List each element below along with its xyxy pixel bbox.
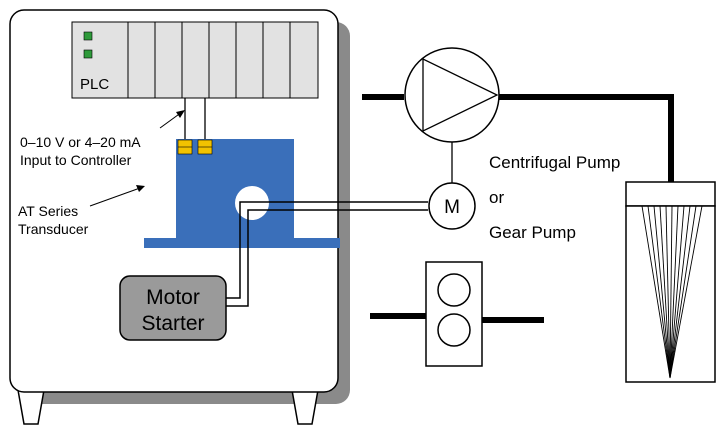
plc: PLC — [71, 21, 319, 99]
motor-label: M — [444, 197, 460, 218]
signal-label-line1: 0–10 V or 4–20 mA — [20, 134, 141, 150]
gear-upper — [437, 273, 471, 307]
outlet-pipe — [496, 94, 674, 182]
signal-label-line2: Input to Controller — [20, 152, 132, 168]
motor-cable — [226, 201, 428, 307]
motor-starter — [119, 275, 227, 341]
motor-starter-label-line1: Motor — [146, 286, 200, 309]
die-fibers — [641, 205, 703, 379]
transducer-pointer — [89, 187, 141, 207]
pump-label-line2: or — [489, 188, 504, 207]
transducer-pointer-arrow — [136, 185, 145, 192]
die-body — [625, 205, 716, 383]
motor-starter-label-line2: Starter — [141, 312, 204, 335]
gear-lower — [437, 313, 471, 347]
plc-led-1 — [83, 31, 93, 41]
signal-pointer-arrow — [176, 110, 185, 118]
cabinet-leg-right — [291, 389, 319, 425]
transducer-aperture — [235, 186, 269, 220]
pump-label-line3: Gear Pump — [489, 223, 576, 242]
pump-arrow-icon — [422, 57, 499, 133]
pump-label-line1: Centrifugal Pump — [489, 153, 620, 172]
control-cabinet — [9, 9, 339, 393]
die-head — [625, 181, 716, 207]
plc-label: PLC — [80, 76, 109, 93]
transducer-label-line2: Transducer — [18, 221, 89, 237]
transducer-label-line1: AT Series — [18, 203, 78, 219]
plc-led-2 — [83, 49, 93, 59]
cabinet-leg-left — [17, 389, 45, 425]
